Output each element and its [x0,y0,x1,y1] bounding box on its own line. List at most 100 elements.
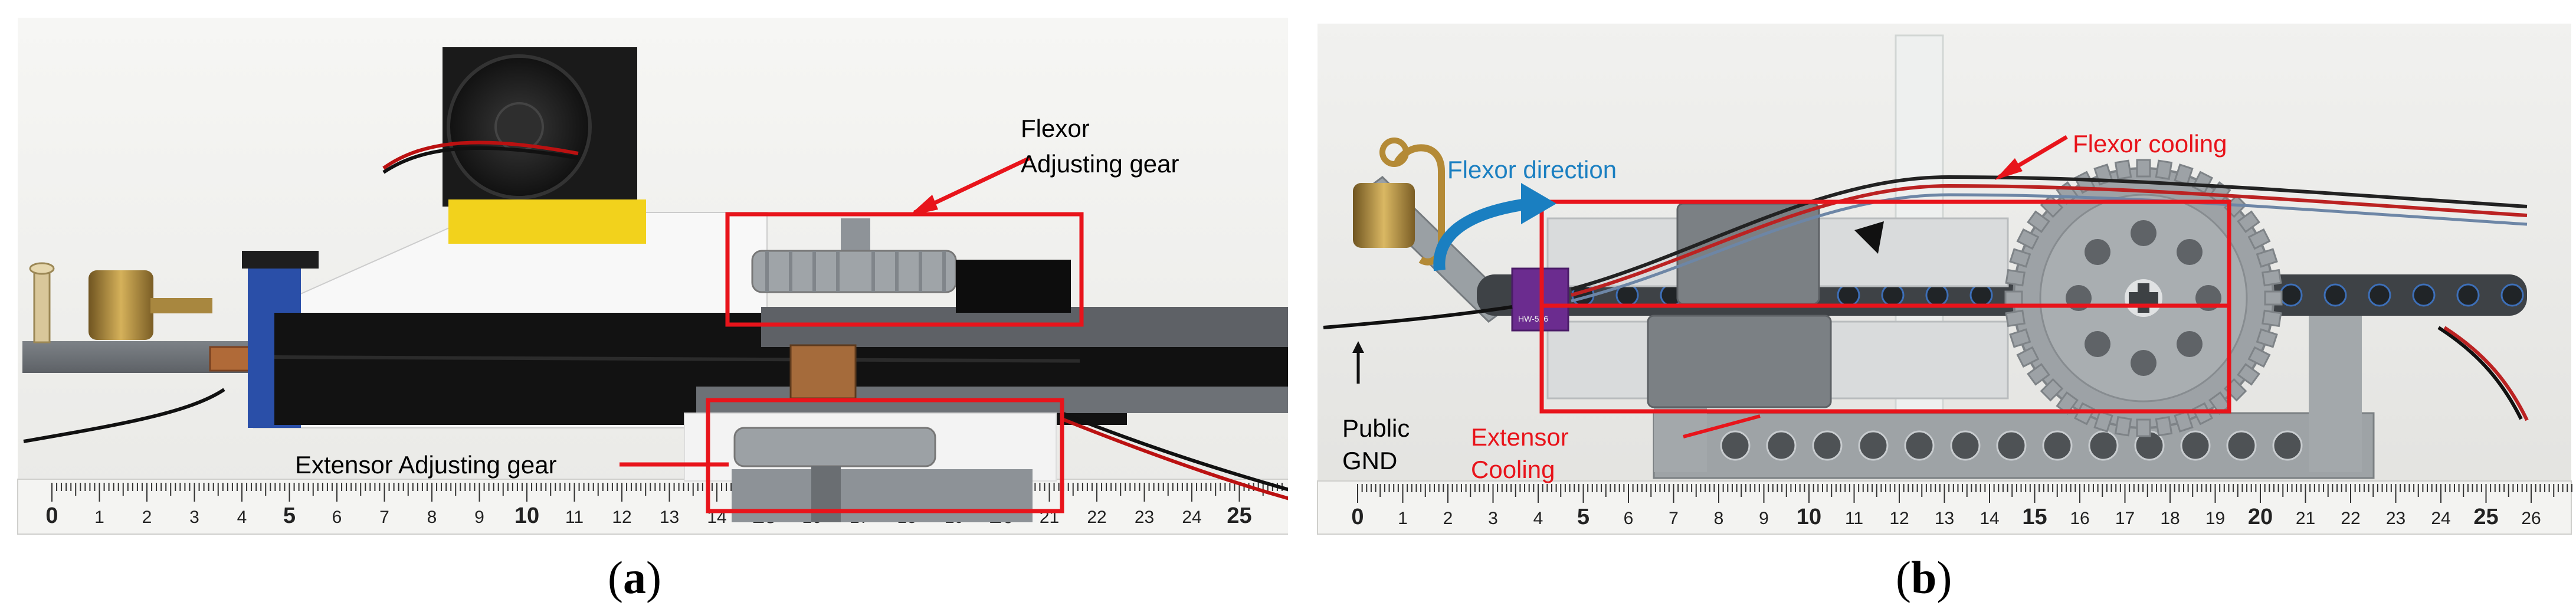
ruler-number: 22 [1087,508,1106,527]
extensor-gear-highlight [706,398,1064,513]
ruler-number: 7 [1669,509,1679,528]
gear-tooth [2136,418,2151,437]
beam-hole [1837,283,1860,307]
ruler-number: 25 [1227,503,1251,528]
flexor-black-box [956,260,1071,313]
ruler-number: 14 [1979,509,1999,528]
beam-hole [2323,283,2347,307]
caption-b: (b) [1896,552,1952,603]
ruler-number: 0 [1351,505,1364,529]
ruler-number: 19 [2205,509,2225,528]
ruler-number: 23 [1135,508,1154,527]
extensor-gear [733,427,936,467]
flexor-label-line2: Adjusting gear [1021,150,1179,178]
ruler-number: 11 [1845,509,1863,528]
beam-hole [2088,430,2119,461]
ruler-number: 25 [2473,505,2498,529]
right-black-block [1080,347,1288,388]
ruler-number: 15 [2022,505,2047,529]
beam-hole [2279,283,2303,307]
ruler-number: 8 [1714,509,1724,528]
yellow-mount [448,199,646,244]
brass-hook [1394,144,1445,266]
public-label-line2: GND [1342,447,1397,474]
ruler-number: 22 [2341,509,2360,528]
ruler-number: 2 [1443,509,1453,528]
ruler-number: 8 [427,508,437,527]
beam-hole [1720,430,1751,461]
middle-coils [789,344,857,400]
ruler-number: 24 [1182,508,1201,527]
gear-tooth [2262,309,2282,328]
left-cable [23,388,225,443]
flexor-arrowhead [909,195,938,216]
ruler: 0123456789101112131415161718192021222324… [17,479,1288,535]
flexor-direction-label: Flexor direction [1447,156,1617,184]
right-cable-black [1061,411,1288,492]
extensor-label-line2: Cooling [1471,456,1555,483]
sensor-chip-label: HW-526 [1518,314,1548,323]
beam-hole [1812,430,1843,461]
beam-hole [2500,283,2524,307]
ruler-number: 2 [142,508,152,527]
brass-weight [1353,183,1415,248]
ruler-number: 20 [2248,505,2273,529]
gear-tooth [2136,159,2151,178]
ruler-number: 21 [2296,509,2315,528]
gear-tooth [2040,378,2064,402]
brass-weight [89,270,153,340]
beam-hole [2412,283,2436,307]
gear-tooth [2237,210,2260,233]
beam-hole [1969,283,1993,307]
beam-hole [1858,430,1889,461]
gear-tooth [2256,328,2278,348]
flexor-gear [751,250,957,293]
ruler-number: 10 [514,503,539,528]
gear-tooth [2027,363,2050,386]
gear-tooth [2114,416,2132,437]
flexor-gear-highlight [725,212,1084,327]
ruler-number: 7 [379,508,389,527]
gear-tooth [2016,346,2040,368]
beam-hole [1996,430,2027,461]
gear-tooth [2155,159,2173,180]
beam-hole [1904,430,1935,461]
gear-tooth [2247,228,2271,250]
ruler-number: 5 [283,503,296,528]
extensor-label-line1: Extensor [1471,423,1569,451]
gear-tooth [2009,328,2031,348]
ruler-number: 4 [237,508,247,527]
fan-wire-red [382,140,579,170]
ruler-number: 4 [1533,509,1543,528]
ruler-number: 23 [2386,509,2405,528]
brass-hook [150,298,212,313]
ruler-number: 6 [1624,509,1634,528]
ruler-number: 0 [45,503,58,528]
ruler-number: 16 [2070,509,2089,528]
beam-hole [2368,283,2391,307]
ruler-number: 11 [565,508,584,527]
ruler-number: 24 [2431,509,2450,528]
ruler-number: 17 [2115,509,2135,528]
ruler-number: 3 [189,508,199,527]
gear-tooth [2155,416,2173,437]
flexor-direction-arrow [1433,198,1531,271]
gear-tooth [2009,248,2031,268]
pivot-post [33,267,51,343]
beam-hole [1881,283,1905,307]
ruler-number: 1 [94,508,104,527]
gear-tooth [2005,309,2026,328]
gear-tooth [2005,269,2026,287]
right-lego-bar [761,307,1288,347]
gear-tooth [2262,269,2282,287]
flexor-label-line1: Flexor [1021,114,1090,142]
ruler-number: 10 [1797,505,1821,529]
gear-tooth [2016,228,2040,250]
ruler-number: 6 [332,508,342,527]
ruler-number: 13 [660,508,679,527]
beam-hole [2226,430,2257,461]
ruler-number: 12 [1889,509,1909,528]
beam-hole [1950,430,1981,461]
